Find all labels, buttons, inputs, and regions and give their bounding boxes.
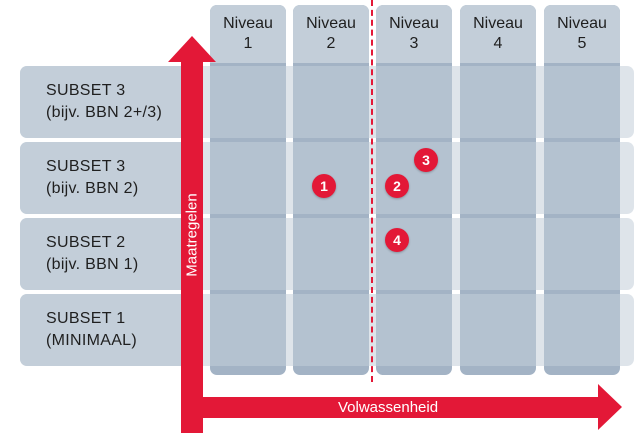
column-header-number: 4 (493, 35, 503, 52)
row-label-subset-3-bbn-2plus3: SUBSET 3 (bijv. BBN 2+/3) (20, 66, 190, 138)
x-axis-arrow-shaft (181, 397, 601, 418)
row-label-subtitle: (bijv. BBN 1) (46, 256, 139, 273)
column-header-label: Niveau (557, 15, 607, 32)
marker-4: 4 (385, 228, 409, 252)
marker-2: 2 (385, 174, 409, 198)
row-label-subtitle: (MINIMAAL) (46, 332, 137, 349)
row-label-subset-2: SUBSET 2 (bijv. BBN 1) (20, 218, 190, 290)
row-label-subset-3-bbn-2: SUBSET 3 (bijv. BBN 2) (20, 142, 190, 214)
row-label-subset-1: SUBSET 1 (MINIMAAL) (20, 294, 190, 366)
column-header: Niveau 5 (544, 5, 620, 63)
column-header-label: Niveau (389, 15, 439, 32)
column-header-label: Niveau (223, 15, 273, 32)
marker-1: 1 (312, 174, 336, 198)
column-header: Niveau 4 (460, 5, 536, 63)
row-label-title: SUBSET 3 (46, 158, 126, 175)
column-header: Niveau 3 (376, 5, 452, 63)
y-axis-label: Maatregelen (183, 193, 201, 277)
y-axis-arrowhead (168, 36, 216, 62)
row-label-title: SUBSET 2 (46, 234, 126, 251)
row-label-subtitle: (bijv. BBN 2+/3) (46, 104, 163, 121)
column-header-number: 5 (577, 35, 587, 52)
column-header-label: Niveau (473, 15, 523, 32)
y-axis-arrow-shaft (181, 58, 203, 433)
column-header-number: 2 (326, 35, 336, 52)
column-header-label: Niveau (306, 15, 356, 32)
column-header: Niveau 2 (293, 5, 369, 63)
row-label-title: SUBSET 1 (46, 310, 126, 327)
column-header-number: 3 (409, 35, 419, 52)
column-header-number: 1 (243, 35, 253, 52)
threshold-dashed-line (371, 0, 373, 382)
marker-3: 3 (414, 148, 438, 172)
row-label-subtitle: (bijv. BBN 2) (46, 180, 139, 197)
x-axis-label: Volwassenheid (338, 399, 439, 416)
row-label-title: SUBSET 3 (46, 82, 126, 99)
x-axis-arrowhead (598, 384, 622, 430)
column-header: Niveau 1 (210, 5, 286, 63)
